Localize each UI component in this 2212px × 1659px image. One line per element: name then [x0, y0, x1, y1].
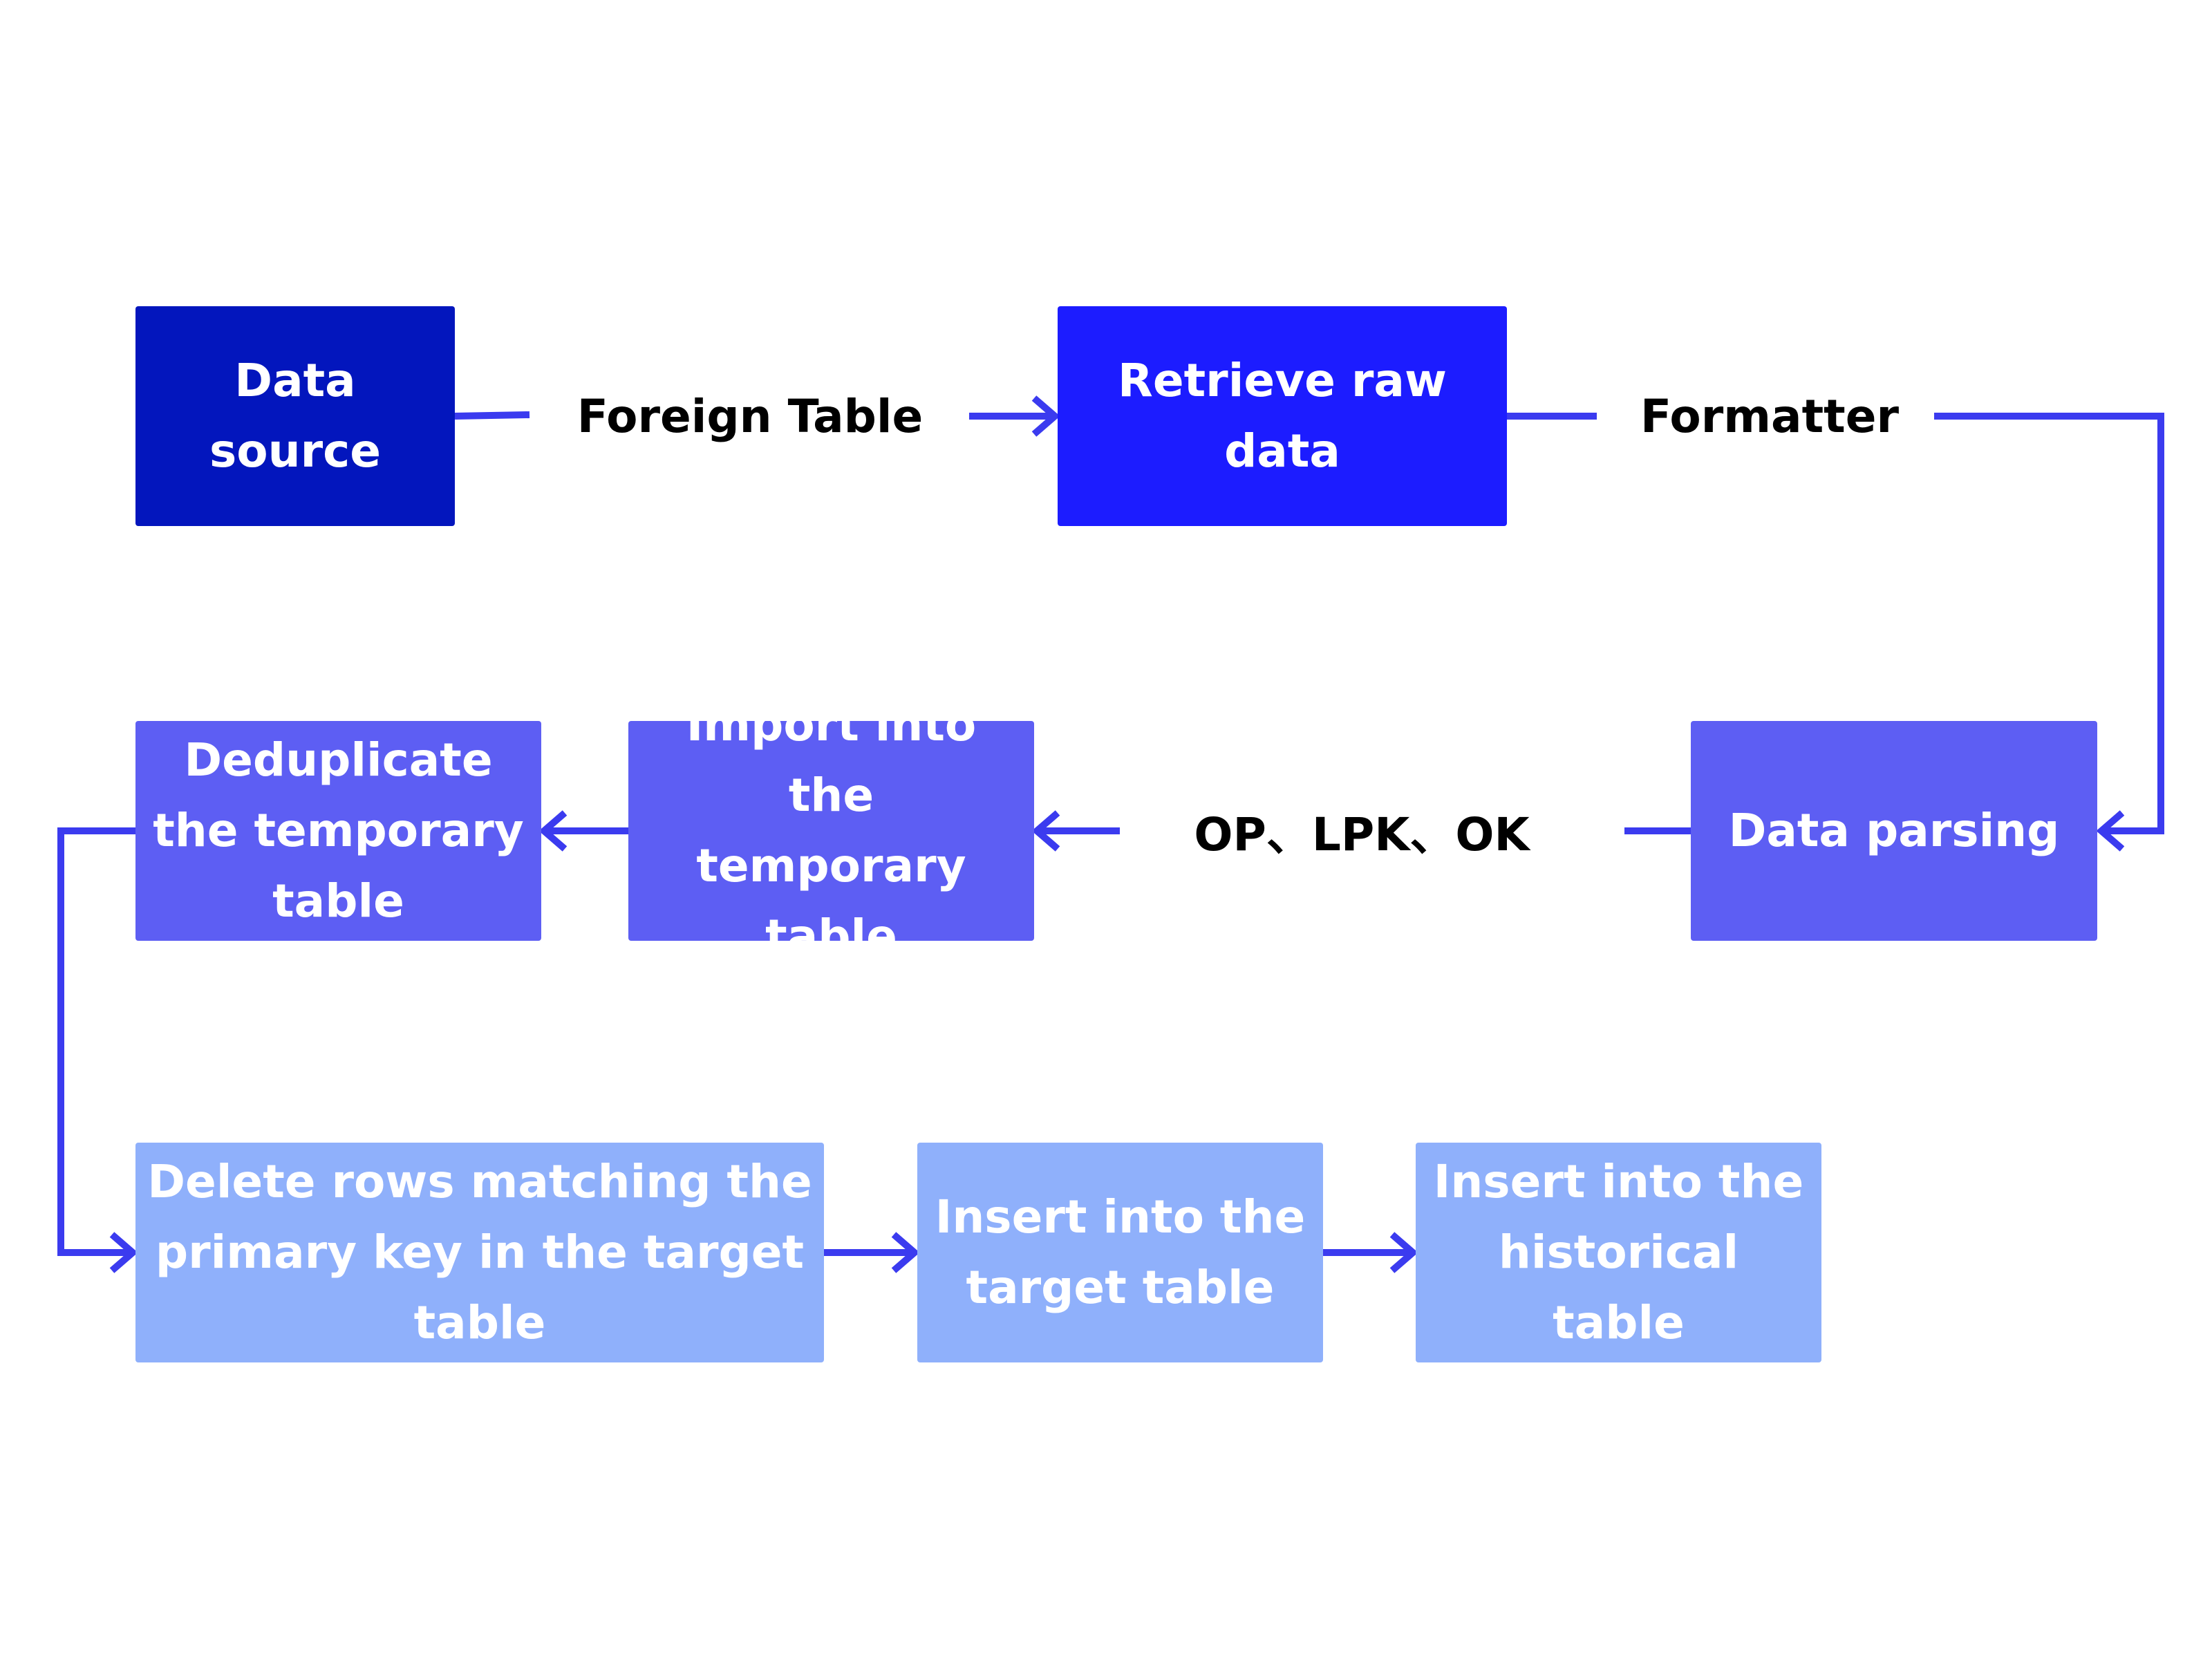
node-deduplicate-temporary-table: Deduplicate the temporary table — [135, 721, 541, 941]
edge-label-op-lpk-ok: OP、LPK、OK — [1194, 808, 1530, 861]
arrowhead-import-temporary — [1031, 810, 1060, 852]
arrowhead-delete-rows — [109, 1232, 138, 1273]
edge-data-source-to-foreign-table — [454, 411, 530, 420]
arrowhead-deduplicate — [538, 810, 568, 852]
edge-deduplicate-to-delete-rows — [57, 827, 135, 1256]
arrowhead-data-parsing — [2096, 810, 2125, 852]
edge-label-formatter: Formatter — [1640, 389, 1900, 443]
arrowhead-retrieve-raw-data — [1031, 395, 1060, 437]
edge-label-foreign-table: Foreign Table — [577, 389, 924, 443]
arrowhead-insert-historical — [1389, 1232, 1418, 1273]
node-delete-rows-matching-primary-key: Delete rows matching the primary key in … — [135, 1143, 824, 1362]
node-import-into-temporary-table: Import into the temporary table — [628, 698, 1034, 963]
node-insert-into-target-table: Insert into the target table — [917, 1143, 1323, 1362]
node-insert-into-historical-table: Insert into the historical table — [1416, 1143, 1821, 1362]
node-retrieve-raw-data: Retrieve raw data — [1058, 306, 1507, 526]
arrowhead-insert-target — [891, 1232, 920, 1273]
node-data-source: Data source — [135, 306, 455, 526]
node-data-parsing: Data parsing — [1691, 721, 2097, 941]
edge-formatter-to-data-parsing — [1934, 413, 2164, 834]
